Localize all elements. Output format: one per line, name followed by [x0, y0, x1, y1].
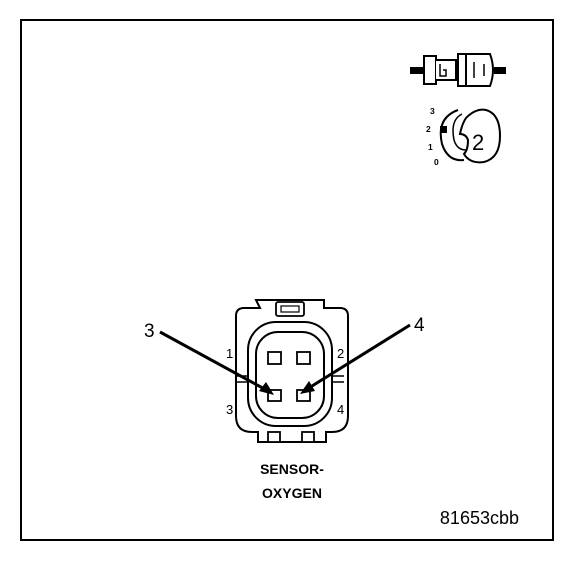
cavity-label-4: 4	[337, 402, 344, 417]
callout-leader-4	[300, 323, 411, 394]
scale-label-2: 2	[426, 124, 431, 134]
connector-body-inner	[255, 331, 325, 419]
oxygen-sensor-connector	[235, 299, 349, 443]
diagram-frame	[20, 19, 554, 541]
connector-halves-icon	[410, 53, 506, 87]
scale-label-0: 0	[434, 157, 439, 167]
figure-code: 81653cbb	[440, 508, 519, 528]
cavity-label-1: 1	[226, 346, 233, 361]
connector-name-line1: SENSOR-	[260, 461, 324, 477]
callout-leader-3	[159, 330, 274, 395]
cavity-label-3: 3	[226, 402, 233, 417]
cavity-1	[267, 351, 282, 365]
cavity-label-2: 2	[337, 346, 344, 361]
callout-number-4: 4	[414, 315, 425, 336]
view-dial-icon: 2 3 2 1 0	[426, 106, 502, 167]
view-number: 2	[472, 130, 484, 155]
connector-name-line2: OXYGEN	[262, 485, 322, 501]
cavity-2	[296, 351, 311, 365]
cavity-3	[267, 389, 282, 402]
scale-label-3: 3	[430, 106, 435, 116]
callout-number-3: 3	[144, 321, 155, 342]
scale-label-1: 1	[428, 142, 433, 152]
